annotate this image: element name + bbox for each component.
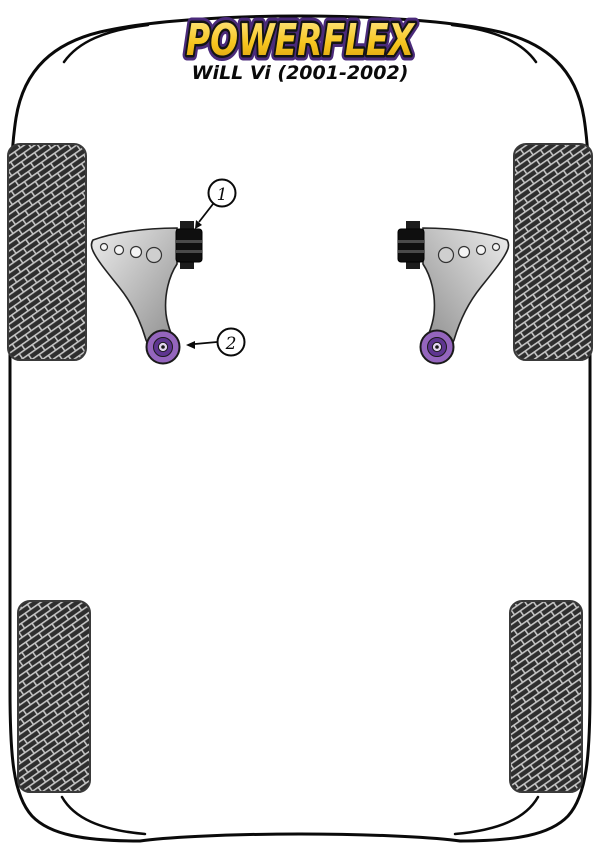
body-arc-top-right bbox=[450, 23, 538, 64]
callout-2-circle[interactable] bbox=[216, 327, 246, 357]
model-title: WiLL Vi (2001-2002) bbox=[192, 62, 409, 84]
callout-2-arrow-line bbox=[194, 341, 218, 345]
callout-2[interactable]: 2 bbox=[186, 327, 246, 357]
tire-front-left bbox=[7, 143, 87, 361]
callout-1[interactable]: 1 bbox=[195, 178, 237, 230]
callout-2-arrowhead bbox=[186, 341, 195, 349]
callout-1-arrowhead bbox=[195, 220, 202, 229]
powerflex-logo-text: POWERFLEX bbox=[186, 15, 416, 66]
body-arc-bottom-right bbox=[453, 795, 540, 836]
tire-front-right bbox=[513, 143, 593, 361]
body-arc-bottom-left bbox=[60, 795, 147, 836]
tire-rear-right bbox=[509, 600, 583, 793]
callout-1-circle[interactable] bbox=[207, 178, 237, 208]
powerflex-logo: POWERFLEX POWERFLEX bbox=[181, 10, 422, 72]
callout-1-arrow-line bbox=[198, 203, 214, 223]
body-arc-top-left bbox=[62, 23, 150, 64]
powerflex-logo-glow: POWERFLEX bbox=[186, 15, 416, 66]
car-body-outline bbox=[8, 14, 592, 843]
callout-1-label: 1 bbox=[217, 185, 228, 205]
callout-2-label: 2 bbox=[225, 334, 237, 354]
tire-rear-left bbox=[17, 600, 91, 793]
